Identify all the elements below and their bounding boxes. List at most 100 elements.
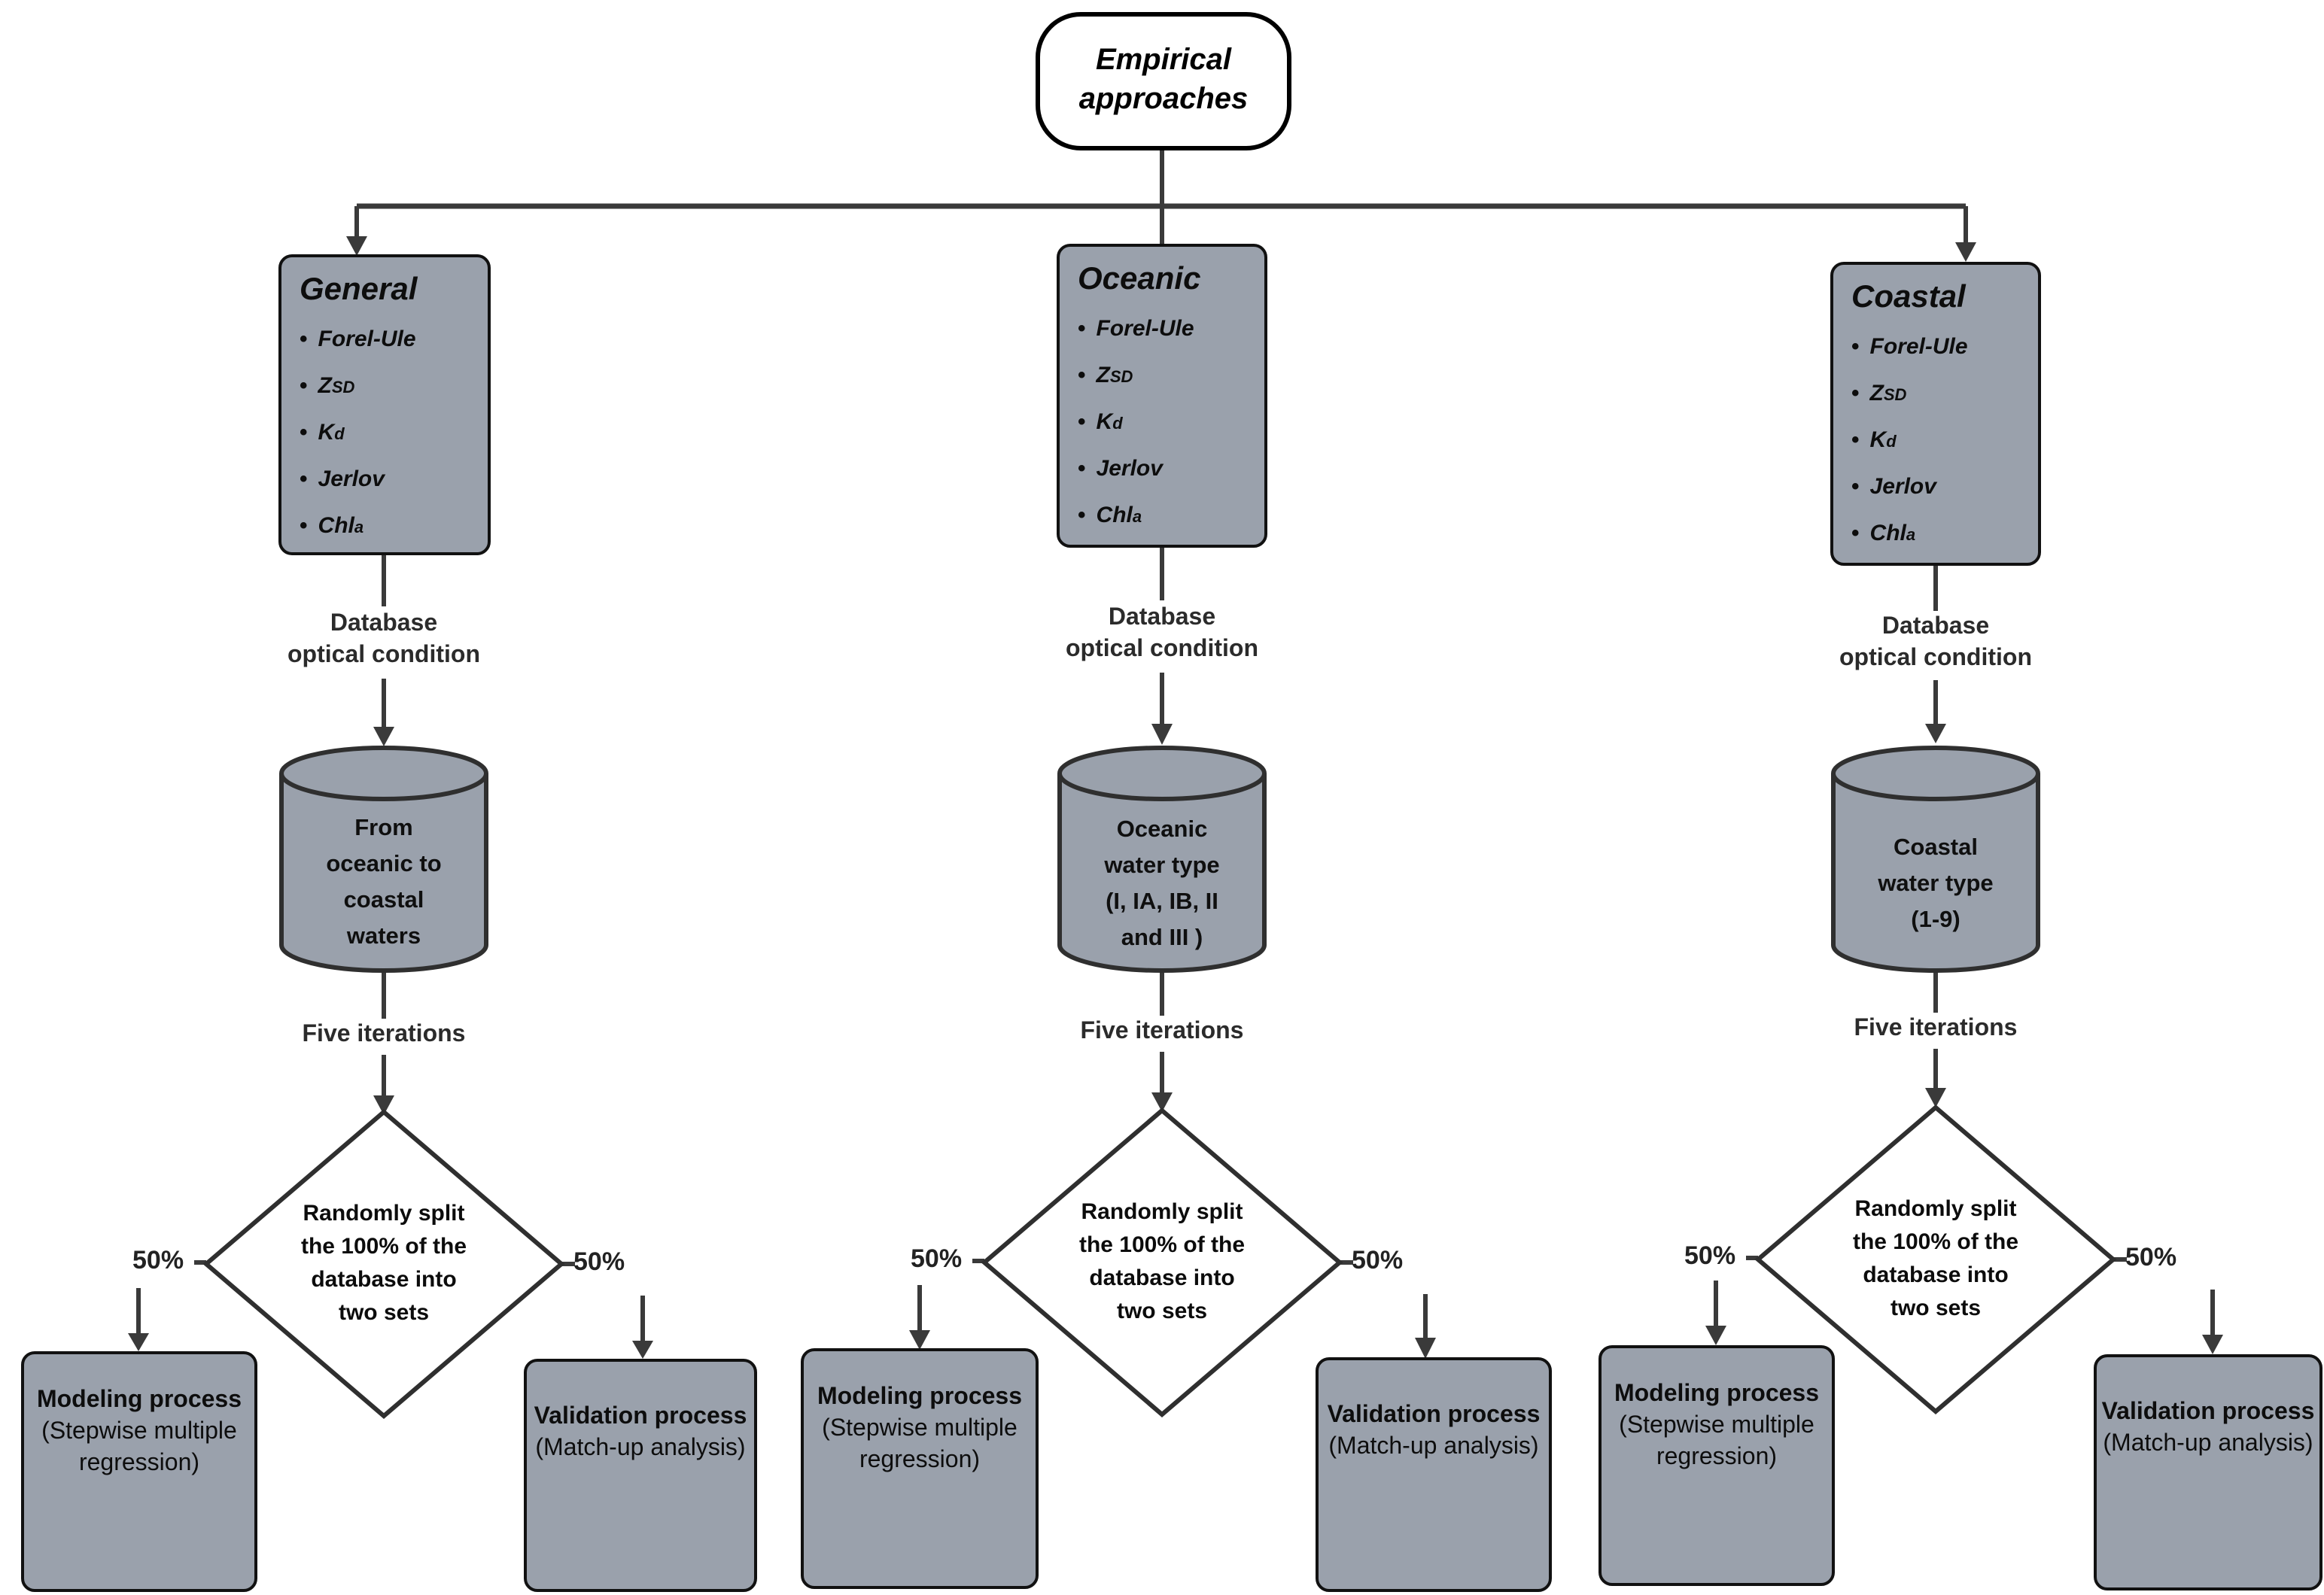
label-line: the 100% of the — [300, 1234, 467, 1259]
bullet-label: Chl — [1869, 521, 1906, 546]
label-line: two sets — [1116, 1299, 1207, 1324]
list-item: •Jerlov — [1851, 465, 2029, 512]
label-line: water type — [1878, 871, 1994, 897]
label-line: Database — [1108, 605, 1216, 630]
bullet-label: Forel-Ule — [1869, 334, 1968, 360]
criteria-box-title: Oceanic — [1078, 262, 1201, 296]
tree-connectors — [354, 150, 1968, 245]
label-line: waters — [346, 924, 421, 949]
arrowhead-icon — [373, 1095, 394, 1115]
col1-arrowheads — [128, 727, 653, 1359]
col2-connectors — [917, 548, 1428, 1338]
arrowhead-icon — [1705, 1326, 1726, 1345]
criteria-box-general: General •Forel-Ule •ZSD •Kd •Jerlov •Chl… — [278, 254, 491, 555]
list-item: • Forel-Ule — [1078, 307, 1255, 354]
diamond-label: Randomly split the 100% of the database … — [1049, 1196, 1275, 1329]
modeling-process-box: Modeling process (Stepwise multiple regr… — [21, 1351, 257, 1592]
label-line: From — [354, 816, 413, 841]
arrowhead-icon — [1151, 1092, 1173, 1112]
process-box-title: Validation process — [534, 1404, 747, 1429]
arrowhead-icon — [128, 1333, 149, 1351]
label-line: Randomly split — [1081, 1199, 1243, 1225]
bullet-icon: • — [1078, 503, 1086, 528]
bullet-icon: • — [300, 327, 308, 352]
process-box-title: Validation process — [1327, 1402, 1541, 1428]
five-iterations-label: Five iterations — [302, 1022, 466, 1047]
cylinder-label: Oceanic water type (I, IA, IB, II and II… — [1072, 813, 1252, 957]
list-item: • ZSD — [1078, 354, 1255, 400]
list-item: •Jerlov — [300, 457, 479, 504]
arrowhead-icon — [346, 236, 367, 256]
arrowhead-icon — [632, 1341, 653, 1359]
bullet-icon: • — [1851, 427, 1860, 453]
decision-diamond — [1754, 1104, 2117, 1414]
label-line: database into — [1089, 1265, 1235, 1291]
bullet-subscript: SD — [1109, 369, 1133, 387]
criteria-box-title: Coastal — [1851, 280, 1966, 314]
label-line: two sets — [1890, 1296, 1981, 1321]
col1-connectors — [136, 555, 645, 1341]
arrowhead-icon — [1151, 724, 1173, 745]
arrowhead-icon — [1925, 1088, 1946, 1107]
database-cylinder-top — [1057, 746, 1267, 801]
validation-process-box: Validation process (Match-up analysis) — [524, 1359, 757, 1592]
list-item: •Jerlov — [1078, 447, 1255, 494]
bullet-icon: • — [300, 466, 308, 492]
bullet-subscript: a — [1132, 509, 1142, 527]
root-node-empirical-approaches: Empirical approaches — [1036, 12, 1291, 150]
database-cylinder-body — [1831, 773, 2040, 973]
percent-label-right: 50% — [2125, 1243, 2177, 1271]
bullet-icon: • — [1851, 334, 1860, 360]
modeling-process-box: Modeling process (Stepwise multiple regr… — [801, 1348, 1039, 1589]
process-box-detail: (Match-up analysis) — [535, 1436, 746, 1461]
bullet-subscript: a — [354, 519, 364, 537]
col3-arrowheads — [1705, 724, 2223, 1354]
database-cylinder-top — [1831, 746, 2040, 801]
bullet-subscript: SD — [331, 379, 355, 397]
label-line: Database — [330, 611, 438, 636]
label-line: (I, IA, IB, II — [1106, 889, 1218, 915]
arrowhead-icon — [2202, 1335, 2223, 1354]
label-line: Randomly split — [303, 1201, 465, 1226]
label-line: optical condition — [1066, 636, 1258, 662]
label-line: the 100% of the — [1078, 1232, 1246, 1258]
bullet-label: Chl — [1096, 503, 1133, 528]
bullet-label: Z — [1096, 363, 1110, 388]
percent-label-right: 50% — [1352, 1246, 1404, 1274]
list-item: •ZSD — [300, 364, 479, 411]
database-cylinder-top — [279, 746, 488, 801]
bullet-label: Jerlov — [1869, 474, 1936, 500]
validation-process-box: Validation process (Match-up analysis) — [2094, 1354, 2322, 1590]
label-line: Database — [1881, 614, 1990, 640]
decision-diamond — [981, 1107, 1343, 1417]
database-cylinder-body — [279, 773, 488, 973]
process-box-detail: (Match-up analysis) — [1328, 1434, 1539, 1460]
label-line: oceanic to — [326, 852, 442, 877]
list-item: •Chla — [300, 504, 479, 551]
bullet-label: K — [1869, 427, 1887, 453]
cylinder-label: Coastal water type (1-9) — [1845, 831, 2026, 939]
bullet-label: Forel-Ule — [1096, 316, 1194, 342]
five-iterations-label: Five iterations — [1854, 1016, 2018, 1041]
arrowhead-icon — [1415, 1338, 1436, 1359]
list-item: •Chla — [1851, 512, 2029, 558]
bullet-icon: • — [300, 373, 308, 399]
process-box-title: Modeling process — [1614, 1381, 1820, 1407]
bullet-icon: • — [1851, 381, 1860, 406]
root-node-label: Empirical approaches — [1078, 44, 1249, 116]
process-box-title: Modeling process — [817, 1384, 1023, 1410]
list-item: •Kd — [300, 411, 479, 457]
arrowhead-icon — [373, 727, 394, 746]
list-item: • Chla — [1078, 494, 1255, 540]
label-line: Oceanic — [1116, 817, 1208, 843]
label-line: and III ) — [1121, 925, 1203, 951]
percent-label-left: 50% — [132, 1246, 184, 1274]
list-item: •Kd — [1078, 400, 1255, 447]
database-optical-condition-label: Database optical condition — [1770, 611, 2101, 674]
list-item: •ZSD — [1851, 372, 2029, 418]
bullet-icon: • — [1078, 363, 1086, 388]
bullet-subscript: d — [334, 426, 345, 444]
bullet-icon: • — [1078, 316, 1086, 342]
diamond-label: Randomly split the 100% of the database … — [1823, 1193, 2049, 1326]
validation-process-box: Validation process (Match-up analysis) — [1316, 1357, 1552, 1592]
